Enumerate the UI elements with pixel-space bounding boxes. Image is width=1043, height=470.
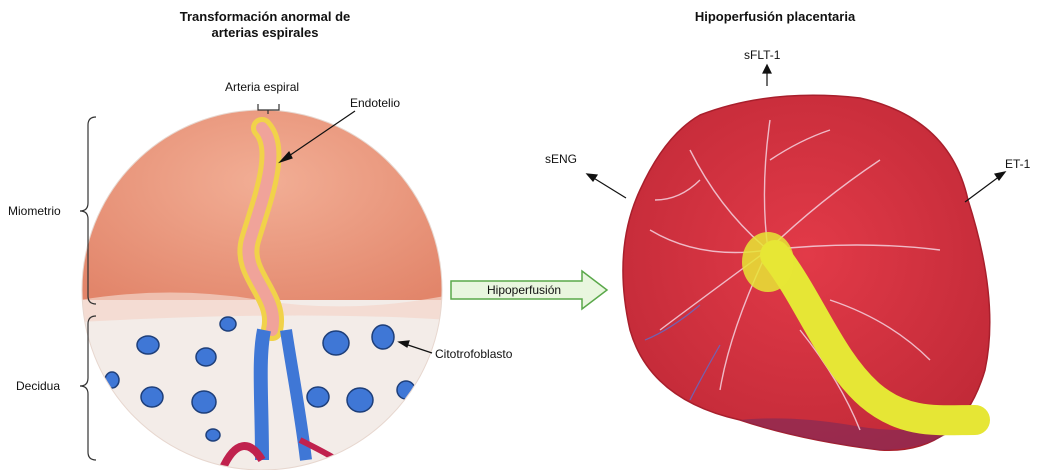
invading-cytotrophoblast: [261, 330, 264, 460]
left-title-line1: Transformación anormal de: [180, 9, 351, 24]
label-seng: sENG: [545, 152, 577, 166]
right-title: Hipoperfusión placentaria: [660, 9, 890, 25]
left-title-line2: arterias espirales: [212, 25, 319, 40]
label-arteria-espiral: Arteria espiral: [225, 80, 299, 94]
label-citotrofoblasto: Citotrofoblasto: [435, 347, 512, 361]
artery-bracket: [258, 104, 279, 110]
label-decidua: Decidua: [16, 379, 60, 393]
placenta: [623, 95, 990, 450]
label-et1: ET-1: [1005, 157, 1030, 171]
label-miometrio: Miometrio: [8, 204, 61, 218]
tissue-section: [80, 108, 450, 470]
label-endotelio: Endotelio: [350, 96, 400, 110]
label-hipoperfusion: Hipoperfusión: [487, 283, 561, 297]
label-sflt1: sFLT-1: [744, 48, 780, 62]
left-title: Transformación anormal de arterias espir…: [150, 9, 380, 41]
